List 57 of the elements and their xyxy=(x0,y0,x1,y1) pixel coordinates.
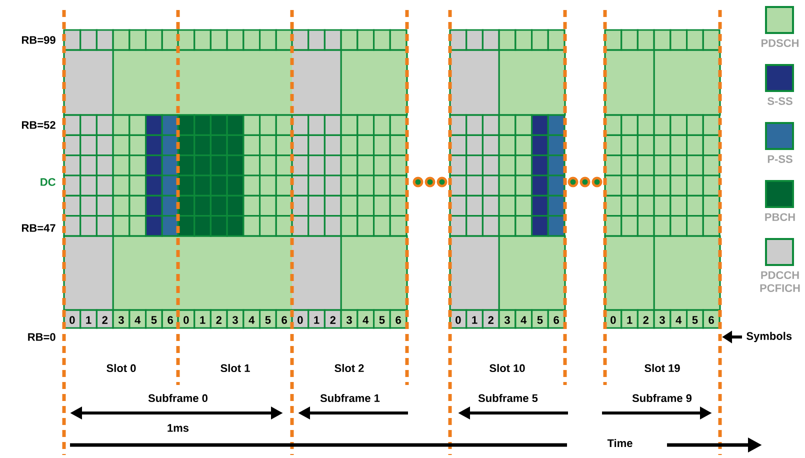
subframe-label: Subframe 1 xyxy=(320,394,380,402)
subframe-label: Subframe 9 xyxy=(632,394,692,402)
axis-label: RB=0 xyxy=(28,333,56,341)
symbol-number: 0 xyxy=(298,316,303,324)
symbol-number: 1 xyxy=(314,316,320,324)
symbol-number: 5 xyxy=(379,316,385,324)
symbol-number: 4 xyxy=(362,316,369,324)
symbol-number: 6 xyxy=(282,316,287,324)
legend-label: P-SS xyxy=(768,155,792,163)
symbol-number: 1 xyxy=(627,316,632,324)
symbol-number: 3 xyxy=(232,316,238,324)
symbol-number: 1 xyxy=(86,316,92,324)
slot-label: Slot 2 xyxy=(334,364,364,372)
legend-label: PDCCH PCFICH xyxy=(760,271,800,292)
symbol-number: 4 xyxy=(134,316,141,324)
axis-label: Symbols xyxy=(746,332,792,342)
slot-label: Slot 19 xyxy=(644,364,680,372)
symbol-number: 2 xyxy=(643,316,649,324)
symbol-number: 2 xyxy=(216,316,222,324)
symbol-number: 6 xyxy=(708,316,714,324)
symbol-number: 0 xyxy=(610,316,616,324)
symbol-number: 5 xyxy=(265,316,271,324)
axis-label: RB=52 xyxy=(22,121,56,129)
symbol-number: 6 xyxy=(168,316,173,324)
symbol-number: 0 xyxy=(456,316,461,324)
axis-label: RB=99 xyxy=(22,36,56,44)
symbol-number: 1 xyxy=(200,316,206,324)
symbol-number: 4 xyxy=(676,316,682,324)
symbol-number: 5 xyxy=(692,316,698,324)
symbol-number: 4 xyxy=(248,316,255,324)
legend-label: PDSCH xyxy=(762,39,799,47)
axis-label: Time xyxy=(607,438,632,448)
symbol-number: 0 xyxy=(70,316,75,324)
symbol-number: 3 xyxy=(504,316,510,324)
symbol-number: 3 xyxy=(659,316,665,324)
slot-label: Slot 0 xyxy=(106,364,136,372)
symbol-number: 2 xyxy=(330,316,336,324)
symbol-number: 4 xyxy=(520,316,527,324)
duration-label: 1ms xyxy=(168,424,189,432)
slot-label: Slot 10 xyxy=(490,364,525,372)
symbol-number: 2 xyxy=(102,316,108,324)
symbol-number: 1 xyxy=(472,316,478,324)
symbol-number: 0 xyxy=(184,316,189,324)
axis-label: DC xyxy=(40,178,56,186)
subframe-label: Subframe 5 xyxy=(478,394,538,402)
symbol-number: 2 xyxy=(488,316,494,324)
subframe-label: Subframe 0 xyxy=(148,394,208,402)
symbol-number: 5 xyxy=(537,316,543,324)
symbol-number: 5 xyxy=(151,316,157,324)
symbol-number: 6 xyxy=(396,316,401,324)
symbol-number: 3 xyxy=(346,316,352,324)
legend-label: S-SS xyxy=(767,97,792,105)
symbol-number: 6 xyxy=(554,316,559,324)
axis-label: RB=47 xyxy=(22,224,56,232)
slot-label: Slot 1 xyxy=(220,364,250,372)
symbol-number: 3 xyxy=(118,316,124,324)
legend-label: PBCH xyxy=(765,213,795,221)
